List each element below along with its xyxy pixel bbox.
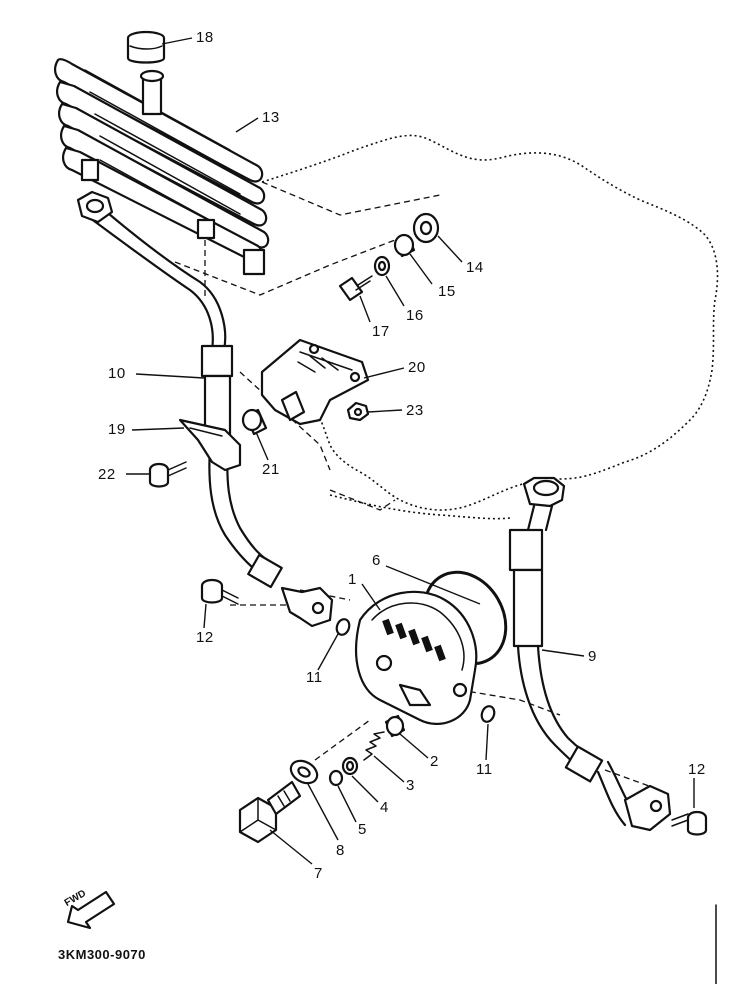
oil-hose-10: [76, 190, 334, 628]
callout-18: 18: [196, 29, 214, 46]
spring-3: [363, 731, 385, 761]
fwd-arrow-icon: [66, 890, 116, 930]
screw-12-left: [200, 578, 239, 605]
engine-outline: [261, 134, 719, 511]
callout-4: 4: [380, 799, 389, 816]
callout-13: 13: [262, 109, 280, 126]
union-bolt-7: [238, 780, 302, 844]
filter-housing-1: [355, 590, 478, 725]
callout-8: 8: [336, 842, 345, 859]
gasket-8: [289, 759, 319, 785]
o-ring-11-left: [335, 618, 351, 636]
o-ring-11-right: [480, 705, 496, 723]
callout-3: 3: [406, 777, 415, 794]
bracket-20: [260, 338, 370, 426]
collar-21: [241, 408, 268, 436]
screw-12-right: [671, 810, 708, 836]
callout-10: 10: [108, 365, 126, 382]
valve-2: [384, 714, 406, 738]
callout-6: 6: [372, 552, 381, 569]
leader-lines: [126, 37, 695, 865]
bolt-17: [338, 275, 373, 302]
screw-22: [148, 461, 187, 488]
callout-14: 14: [466, 259, 484, 276]
callout-1: 1: [348, 571, 357, 588]
nut-23: [346, 401, 370, 422]
oil-cooler-13: [54, 58, 270, 276]
part-code: 3KM300-9070: [58, 947, 146, 962]
callout-2: 2: [430, 753, 439, 770]
callout-7: 7: [314, 865, 323, 882]
washer-4: [341, 756, 359, 776]
callout-15: 15: [438, 283, 456, 300]
oil-hose-9: [508, 476, 672, 832]
callout-12-left: 12: [196, 629, 214, 646]
callout-20: 20: [408, 359, 426, 376]
damper-15: [393, 233, 416, 258]
callout-11-left: 11: [306, 669, 323, 686]
callout-17: 17: [372, 323, 390, 340]
washer-16: [373, 255, 391, 277]
callout-11-right: 11: [476, 761, 493, 778]
grommet-cap-18: [126, 30, 166, 64]
callout-5: 5: [358, 821, 367, 838]
callout-12-right: 12: [688, 761, 706, 778]
callout-9: 9: [588, 648, 597, 665]
callout-22: 22: [98, 466, 116, 483]
callout-23: 23: [406, 402, 424, 419]
washer-5: [328, 769, 344, 787]
callout-19: 19: [108, 421, 126, 438]
collar-14: [412, 212, 440, 244]
clamp-19: [178, 418, 242, 472]
callout-21: 21: [262, 461, 280, 478]
callout-16: 16: [406, 307, 424, 324]
